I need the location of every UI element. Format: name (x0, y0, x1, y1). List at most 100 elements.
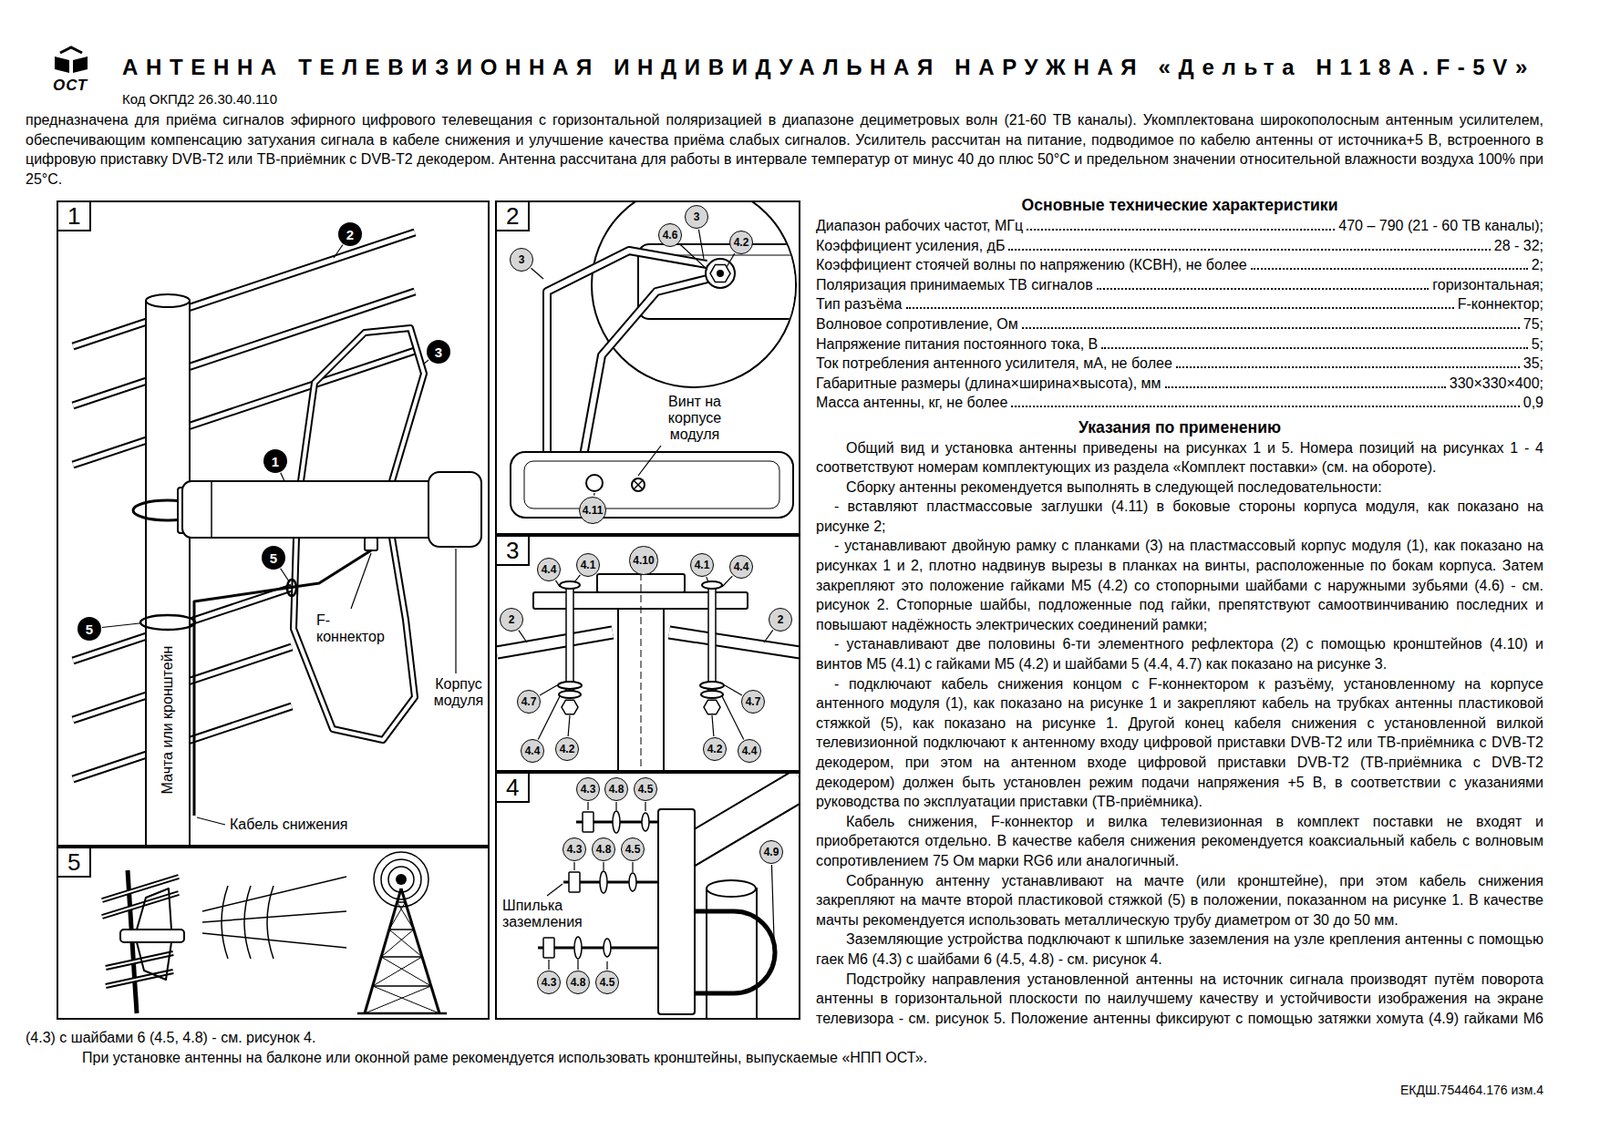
dot-leader (1101, 347, 1528, 350)
callout-number: 4.7 (516, 690, 541, 714)
callout-text: 4.5 (599, 976, 616, 990)
callout-text: 4.4 (733, 560, 750, 574)
leader-line (706, 577, 709, 583)
figure-number: 1 (58, 202, 92, 232)
frame-wire (136, 942, 172, 981)
paragraph: Собранную антенну устанавливают на мачте… (815, 871, 1544, 931)
callout-text: 3 (693, 210, 701, 224)
dot-leader (906, 307, 1455, 310)
paragraph: - вставляют пластмассовые заглушки (4.11… (815, 496, 1544, 537)
leader-line (724, 685, 743, 696)
tube-outline (72, 291, 415, 406)
spec-name: Габаритные размеры (длина×ширина×высота)… (815, 373, 1162, 394)
callout-text: 2 (346, 227, 354, 243)
figure-number: 4 (496, 774, 530, 804)
module-cap (428, 472, 482, 548)
screw-end (716, 269, 724, 278)
spec-row: Коэффициент усиления, дБ28 - 32; (815, 236, 1544, 257)
paragraph: Заземляющие устройства подключают к шпил… (815, 929, 1544, 970)
spec-value: 2; (1531, 255, 1544, 276)
callout-number: 2 (499, 608, 524, 632)
leader-line (539, 685, 558, 696)
callout-text: 4.8 (609, 783, 625, 796)
tower-brace (372, 957, 423, 987)
callout-text: 4.7 (521, 695, 537, 709)
spec-row: Напряжение питания постоянного тока, В5; (815, 334, 1544, 355)
leader-line (280, 568, 290, 582)
logo-shape (54, 56, 70, 73)
tube-outline (300, 328, 424, 482)
paragraph: При установке антенны на балконе или око… (25, 1048, 1544, 1069)
tower-bar (397, 901, 406, 904)
callout-text: 3 (434, 344, 443, 361)
callout-number: 4.1 (690, 553, 714, 578)
leader-line (615, 802, 617, 811)
text-column: Основные технические характеристикиДиапа… (815, 196, 1544, 1101)
leader-line (606, 961, 608, 971)
leader-line (679, 244, 708, 270)
module-body (182, 481, 438, 538)
screw (631, 478, 645, 492)
tube-fill (669, 632, 801, 653)
spec-row: Ток потребления антенного усилителя, мА,… (815, 353, 1544, 374)
callout-text: 5 (269, 550, 278, 567)
callout-text: 4.4 (742, 744, 758, 758)
module-inner (524, 461, 780, 509)
antenna-drawing (72, 232, 482, 848)
spec-row: Тип разъёмаF-коннектор; (815, 294, 1544, 315)
dot-leader (1250, 268, 1528, 270)
module-seam (210, 481, 213, 538)
callout-text: 4.5 (638, 783, 654, 796)
washer (629, 873, 637, 892)
module-body (510, 452, 794, 518)
leader-line (638, 445, 661, 476)
part-label: Шпилька заземления (500, 898, 596, 931)
callout-number: 3 (509, 247, 534, 272)
leader-line (726, 253, 735, 268)
callout-text: 4.9 (763, 846, 780, 859)
leader-line (763, 629, 774, 643)
washer (603, 939, 611, 958)
callout-text: 4.11 (582, 504, 604, 517)
callout-text: 4.5 (625, 843, 641, 857)
figure-panel: 5 (56, 846, 490, 1021)
tower-brace (372, 986, 440, 1014)
tower-bar (372, 985, 432, 988)
washer (612, 811, 620, 834)
dot-leader (1165, 386, 1446, 389)
callout-number: 4.3 (562, 837, 587, 862)
leader-line (196, 817, 226, 826)
dot-leader (1011, 405, 1519, 408)
spec-row: Масса антенны, кг, не более0,9 (815, 392, 1544, 413)
screw-slot (633, 480, 643, 490)
mast (706, 888, 757, 1021)
f-connector (364, 537, 378, 551)
washer (599, 871, 608, 894)
dot-leader (1096, 288, 1430, 290)
nut (543, 938, 555, 959)
section-heading: Указания по применению (815, 418, 1544, 439)
screw-head (559, 581, 580, 589)
callout-text: 5 (85, 621, 93, 638)
part-label: Кабель снижения (227, 816, 351, 834)
callout-number: 4.8 (591, 837, 616, 862)
mast-top (706, 880, 756, 898)
leader-line (423, 360, 429, 365)
overview-drawing (102, 852, 447, 1014)
spec-name: Ток потребления антенного усилителя, мА,… (815, 353, 1173, 374)
callout-number: 4.3 (576, 777, 600, 802)
callout-number: 4.5 (633, 777, 658, 802)
tower-top (395, 874, 407, 886)
signal-wave (267, 886, 274, 960)
spec-name: Диапазон рабочих частот, МГц (815, 216, 1023, 237)
logo-icon (54, 47, 88, 73)
screw-shank (708, 587, 716, 697)
nut (710, 264, 731, 282)
callout-text: 4.10 (632, 554, 654, 568)
washer (700, 681, 724, 690)
callout-number: 4.6 (658, 223, 682, 248)
part-label: Корпус модуля (428, 676, 489, 710)
spec-row: Диапазон рабочих частот, МГц470 – 790 (2… (815, 216, 1544, 237)
u-bolt (694, 911, 775, 994)
clamp-plate (658, 809, 695, 1015)
